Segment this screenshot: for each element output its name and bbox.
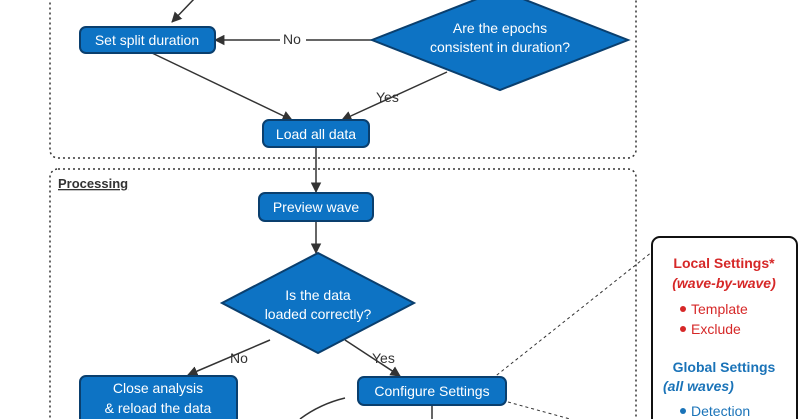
processing-section-frame [49,168,637,419]
data-check-decision-node: Is the data loaded correctly? [219,251,417,355]
close-analysis-node: Close analysis & reload the data [79,375,238,419]
data-check-line2: loaded correctly? [265,306,372,322]
global-bullet-icon [680,408,686,414]
close-analysis-line2: & reload the data [105,400,212,416]
load-all-data-node: Load all data [262,119,370,148]
settings-panel: Local Settings* (wave-by-wave) Template … [651,236,798,419]
epochs-decision-line2: consistent in duration? [430,39,570,55]
data-check-line1: Is the data [285,287,351,303]
local-bullet-icon [680,326,686,332]
set-split-duration-node: Set split duration [79,26,216,54]
edge-check-no [187,339,271,377]
preview-wave-label: Preview wave [273,199,360,215]
load-all-data-label: Load all data [276,126,356,142]
loading-section-frame [49,0,637,159]
local-item-exclude: Exclude [691,321,741,337]
edge-no-top-label-bg [280,30,306,48]
edge-yes-top-label: Yes [376,89,399,105]
edge-no-top-label: No [283,31,301,47]
edge-from-above [171,0,195,23]
epochs-decision-node: Are the epochs consistent in duration? [369,0,631,92]
local-item-template: Template [691,301,748,317]
global-item-detection: Detection [691,403,750,419]
global-settings-title: Global Settings [673,359,776,375]
edge-no-bottom-label: No [230,350,248,366]
processing-section-label: Processing [58,176,128,191]
local-settings-subtitle: (wave-by-wave) [672,275,776,291]
close-analysis-line1: Close analysis [113,380,203,396]
configure-settings-label: Configure Settings [374,383,489,399]
global-settings-subtitle: (all waves) [663,378,734,394]
edge-loop-curve [299,397,346,419]
preview-wave-node: Preview wave [258,192,374,222]
local-settings-title: Local Settings* [673,255,775,271]
edge-epochs-yes [341,71,448,121]
edge-split-to-load [151,52,293,121]
epochs-decision-line1: Are the epochs [453,20,547,36]
edge-check-yes [344,339,401,377]
callout-line-upper [477,251,653,391]
local-bullet-icon [680,306,686,312]
callout-line-lower [507,401,571,419]
set-split-duration-label: Set split duration [95,32,199,48]
edge-yes-bottom-label: Yes [372,350,395,366]
configure-settings-node: Configure Settings [357,376,507,406]
